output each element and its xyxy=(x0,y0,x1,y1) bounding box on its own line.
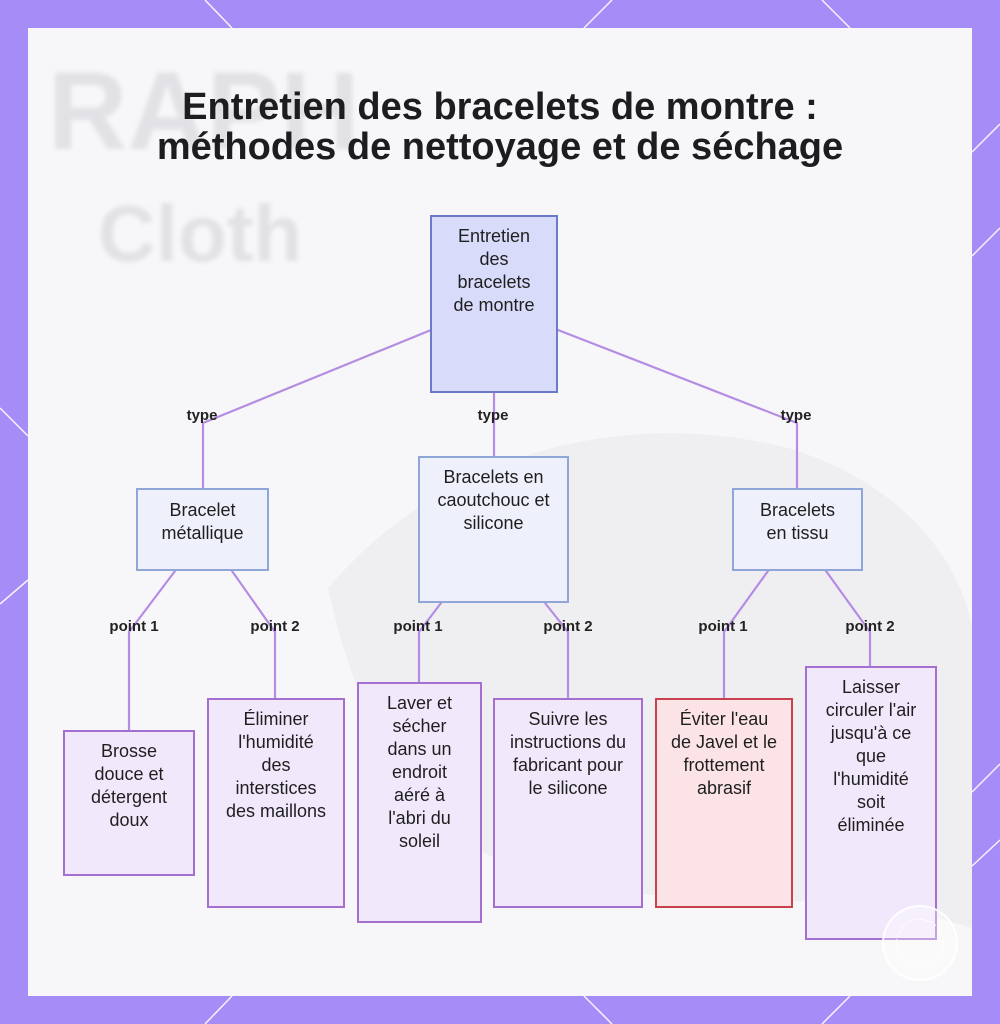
node-root-label: Entretien des bracelets de montre xyxy=(453,226,535,315)
node-bracelet-metallique: Bracelet métallique xyxy=(136,488,269,571)
edge-label-metal-point-1: point 1 xyxy=(109,618,159,635)
node-bracelets-silicone-label: Bracelets en caoutchouc et silicone xyxy=(437,467,550,533)
diagram-title-line-2: méthodes de nettoyage et de séchage xyxy=(156,126,844,168)
node-bracelets-silicone: Bracelets en caoutchouc et silicone xyxy=(418,456,569,603)
edge-label-type-right: type xyxy=(780,407,812,424)
node-metal-point-2-label: Éliminer l'humidité des interstices des … xyxy=(225,709,327,821)
edge-label-silicone-point-2: point 2 xyxy=(543,618,593,635)
edge-label-type-left: type xyxy=(186,407,218,424)
node-tissu-point-2: Laisser circuler l'air jusqu'à ce que l'… xyxy=(805,666,937,940)
edge-label-tissu-point-1: point 1 xyxy=(698,618,748,635)
watermark-seal-inner-ring xyxy=(896,919,944,967)
watermark-seal-icon xyxy=(882,905,958,981)
node-silicone-point-2-label: Suivre les instructions du fabricant pou… xyxy=(509,709,627,798)
diagram-title-line-1: Entretien des bracelets de montre : xyxy=(182,86,818,128)
edge-root-metal xyxy=(201,328,433,491)
node-bracelets-tissu-label: Bracelets en tissu xyxy=(759,500,836,543)
edge-metal-p1 xyxy=(127,569,177,733)
edge-label-type-center: type xyxy=(477,407,509,424)
node-metal-point-1-label: Brosse douce et détergent doux xyxy=(90,741,168,830)
edge-label-tissu-point-2: point 2 xyxy=(845,618,895,635)
node-bracelets-tissu: Bracelets en tissu xyxy=(732,488,863,571)
node-metal-point-2: Éliminer l'humidité des interstices des … xyxy=(207,698,345,908)
edge-silicone-p1 xyxy=(417,601,443,685)
edge-label-silicone-point-1: point 1 xyxy=(393,618,443,635)
node-metal-point-1: Brosse douce et détergent doux xyxy=(63,730,195,876)
node-tissu-point-1: Éviter l'eau de Javel et le frottement a… xyxy=(655,698,793,908)
node-root: Entretien des bracelets de montre xyxy=(430,215,558,393)
node-silicone-point-1-label: Laver et sécher dans un endroit aéré à l… xyxy=(386,693,453,851)
edge-silicone-p2 xyxy=(543,601,570,701)
edge-metal-p2 xyxy=(230,569,277,701)
node-silicone-point-1: Laver et sécher dans un endroit aéré à l… xyxy=(357,682,482,923)
edge-tissu-p1 xyxy=(722,569,770,701)
edge-label-metal-point-2: point 2 xyxy=(250,618,300,635)
node-silicone-point-2: Suivre les instructions du fabricant pou… xyxy=(493,698,643,908)
node-bracelet-metallique-label: Bracelet métallique xyxy=(161,500,244,543)
edge-tissu-p2 xyxy=(824,569,872,669)
edge-root-tissu xyxy=(556,328,799,491)
node-tissu-point-1-label: Éviter l'eau de Javel et le frottement a… xyxy=(670,709,778,798)
node-tissu-point-2-label: Laisser circuler l'air jusqu'à ce que l'… xyxy=(825,677,917,835)
